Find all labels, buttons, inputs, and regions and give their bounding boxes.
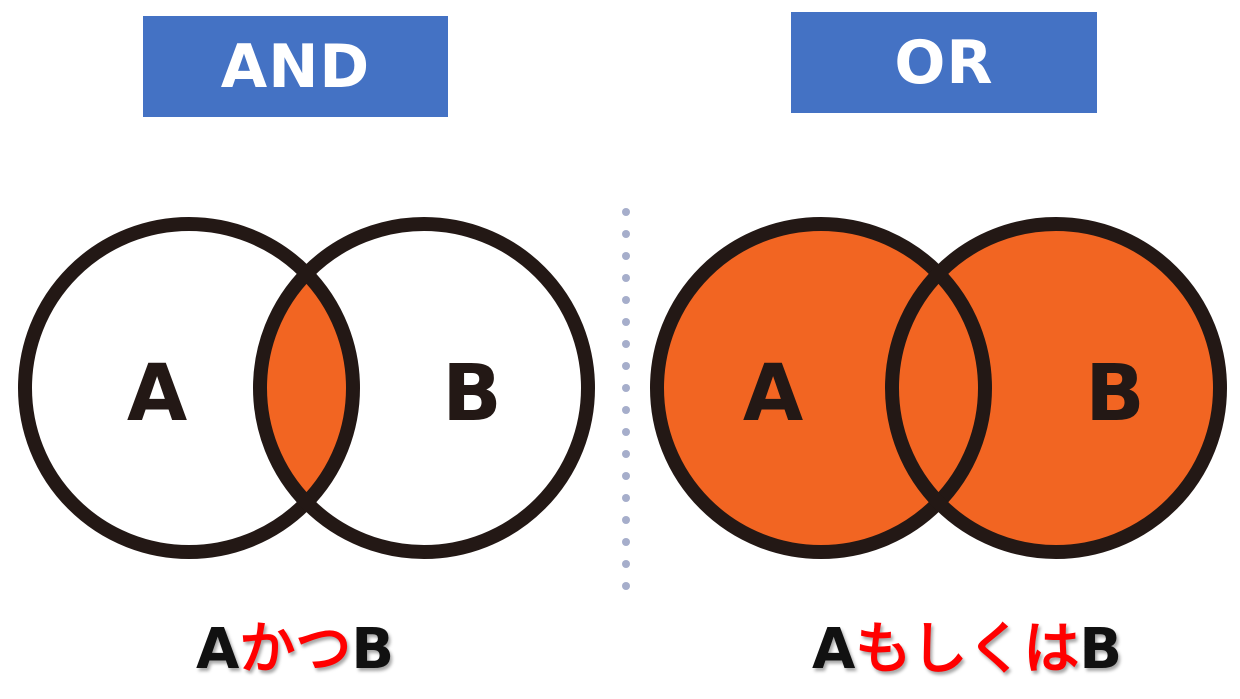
and-venn-diagram: A B <box>18 217 595 559</box>
and-circle-b <box>253 217 595 559</box>
or-region-b <box>892 224 1220 552</box>
or-set-b-label: B <box>1085 349 1144 439</box>
and-caption-a: A <box>196 617 240 682</box>
and-caption-connector: かつ <box>239 617 352 682</box>
and-header-label: AND <box>220 31 371 102</box>
or-caption-b: B <box>1079 617 1123 682</box>
or-set-a-label: A <box>743 349 803 439</box>
or-header-label: OR <box>894 27 994 98</box>
and-caption: AかつB <box>196 622 394 678</box>
dotted-divider <box>622 208 630 590</box>
or-caption-a: A <box>812 617 856 682</box>
or-caption-connector: もしくは <box>855 617 1080 682</box>
and-set-b-label: B <box>442 349 501 439</box>
or-caption: AもしくはB <box>812 622 1122 678</box>
or-circle-a <box>650 217 992 559</box>
or-header: OR <box>791 12 1097 113</box>
or-region-a <box>657 224 985 552</box>
and-caption-b: B <box>351 617 395 682</box>
and-header: AND <box>143 16 448 117</box>
or-venn-diagram: A B <box>650 217 1227 559</box>
or-circle-b <box>885 217 1227 559</box>
and-circle-a <box>18 217 360 559</box>
and-set-a-label: A <box>127 349 187 439</box>
